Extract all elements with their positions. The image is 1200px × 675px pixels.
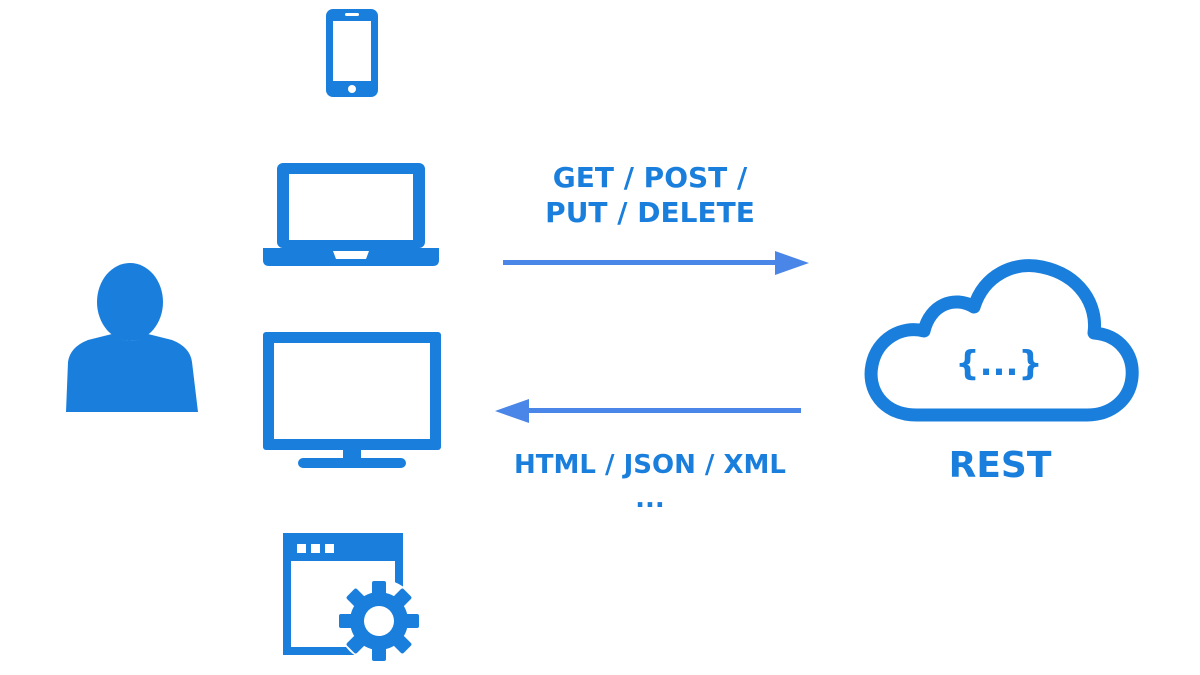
request-arrow xyxy=(503,251,809,279)
user-icon xyxy=(60,262,200,414)
response-formats-label: HTML / JSON / XML ... xyxy=(480,448,820,516)
laptop-icon xyxy=(263,163,439,268)
request-methods-label: GET / POST / PUT / DELETE xyxy=(500,160,800,230)
desktop-monitor-icon xyxy=(263,332,441,469)
request-methods-line1: GET / POST / xyxy=(552,161,748,194)
response-formats-line2: ... xyxy=(635,484,665,514)
cloud-braces-text: {...} xyxy=(955,344,1042,384)
response-arrow xyxy=(495,399,801,427)
smartphone-icon xyxy=(325,8,379,98)
response-formats-line1: HTML / JSON / XML xyxy=(514,450,786,480)
cloud-icon: {...} xyxy=(862,257,1140,425)
request-methods-line2: PUT / DELETE xyxy=(545,196,755,229)
rest-label: REST xyxy=(948,445,1052,486)
app-settings-icon xyxy=(283,533,423,668)
